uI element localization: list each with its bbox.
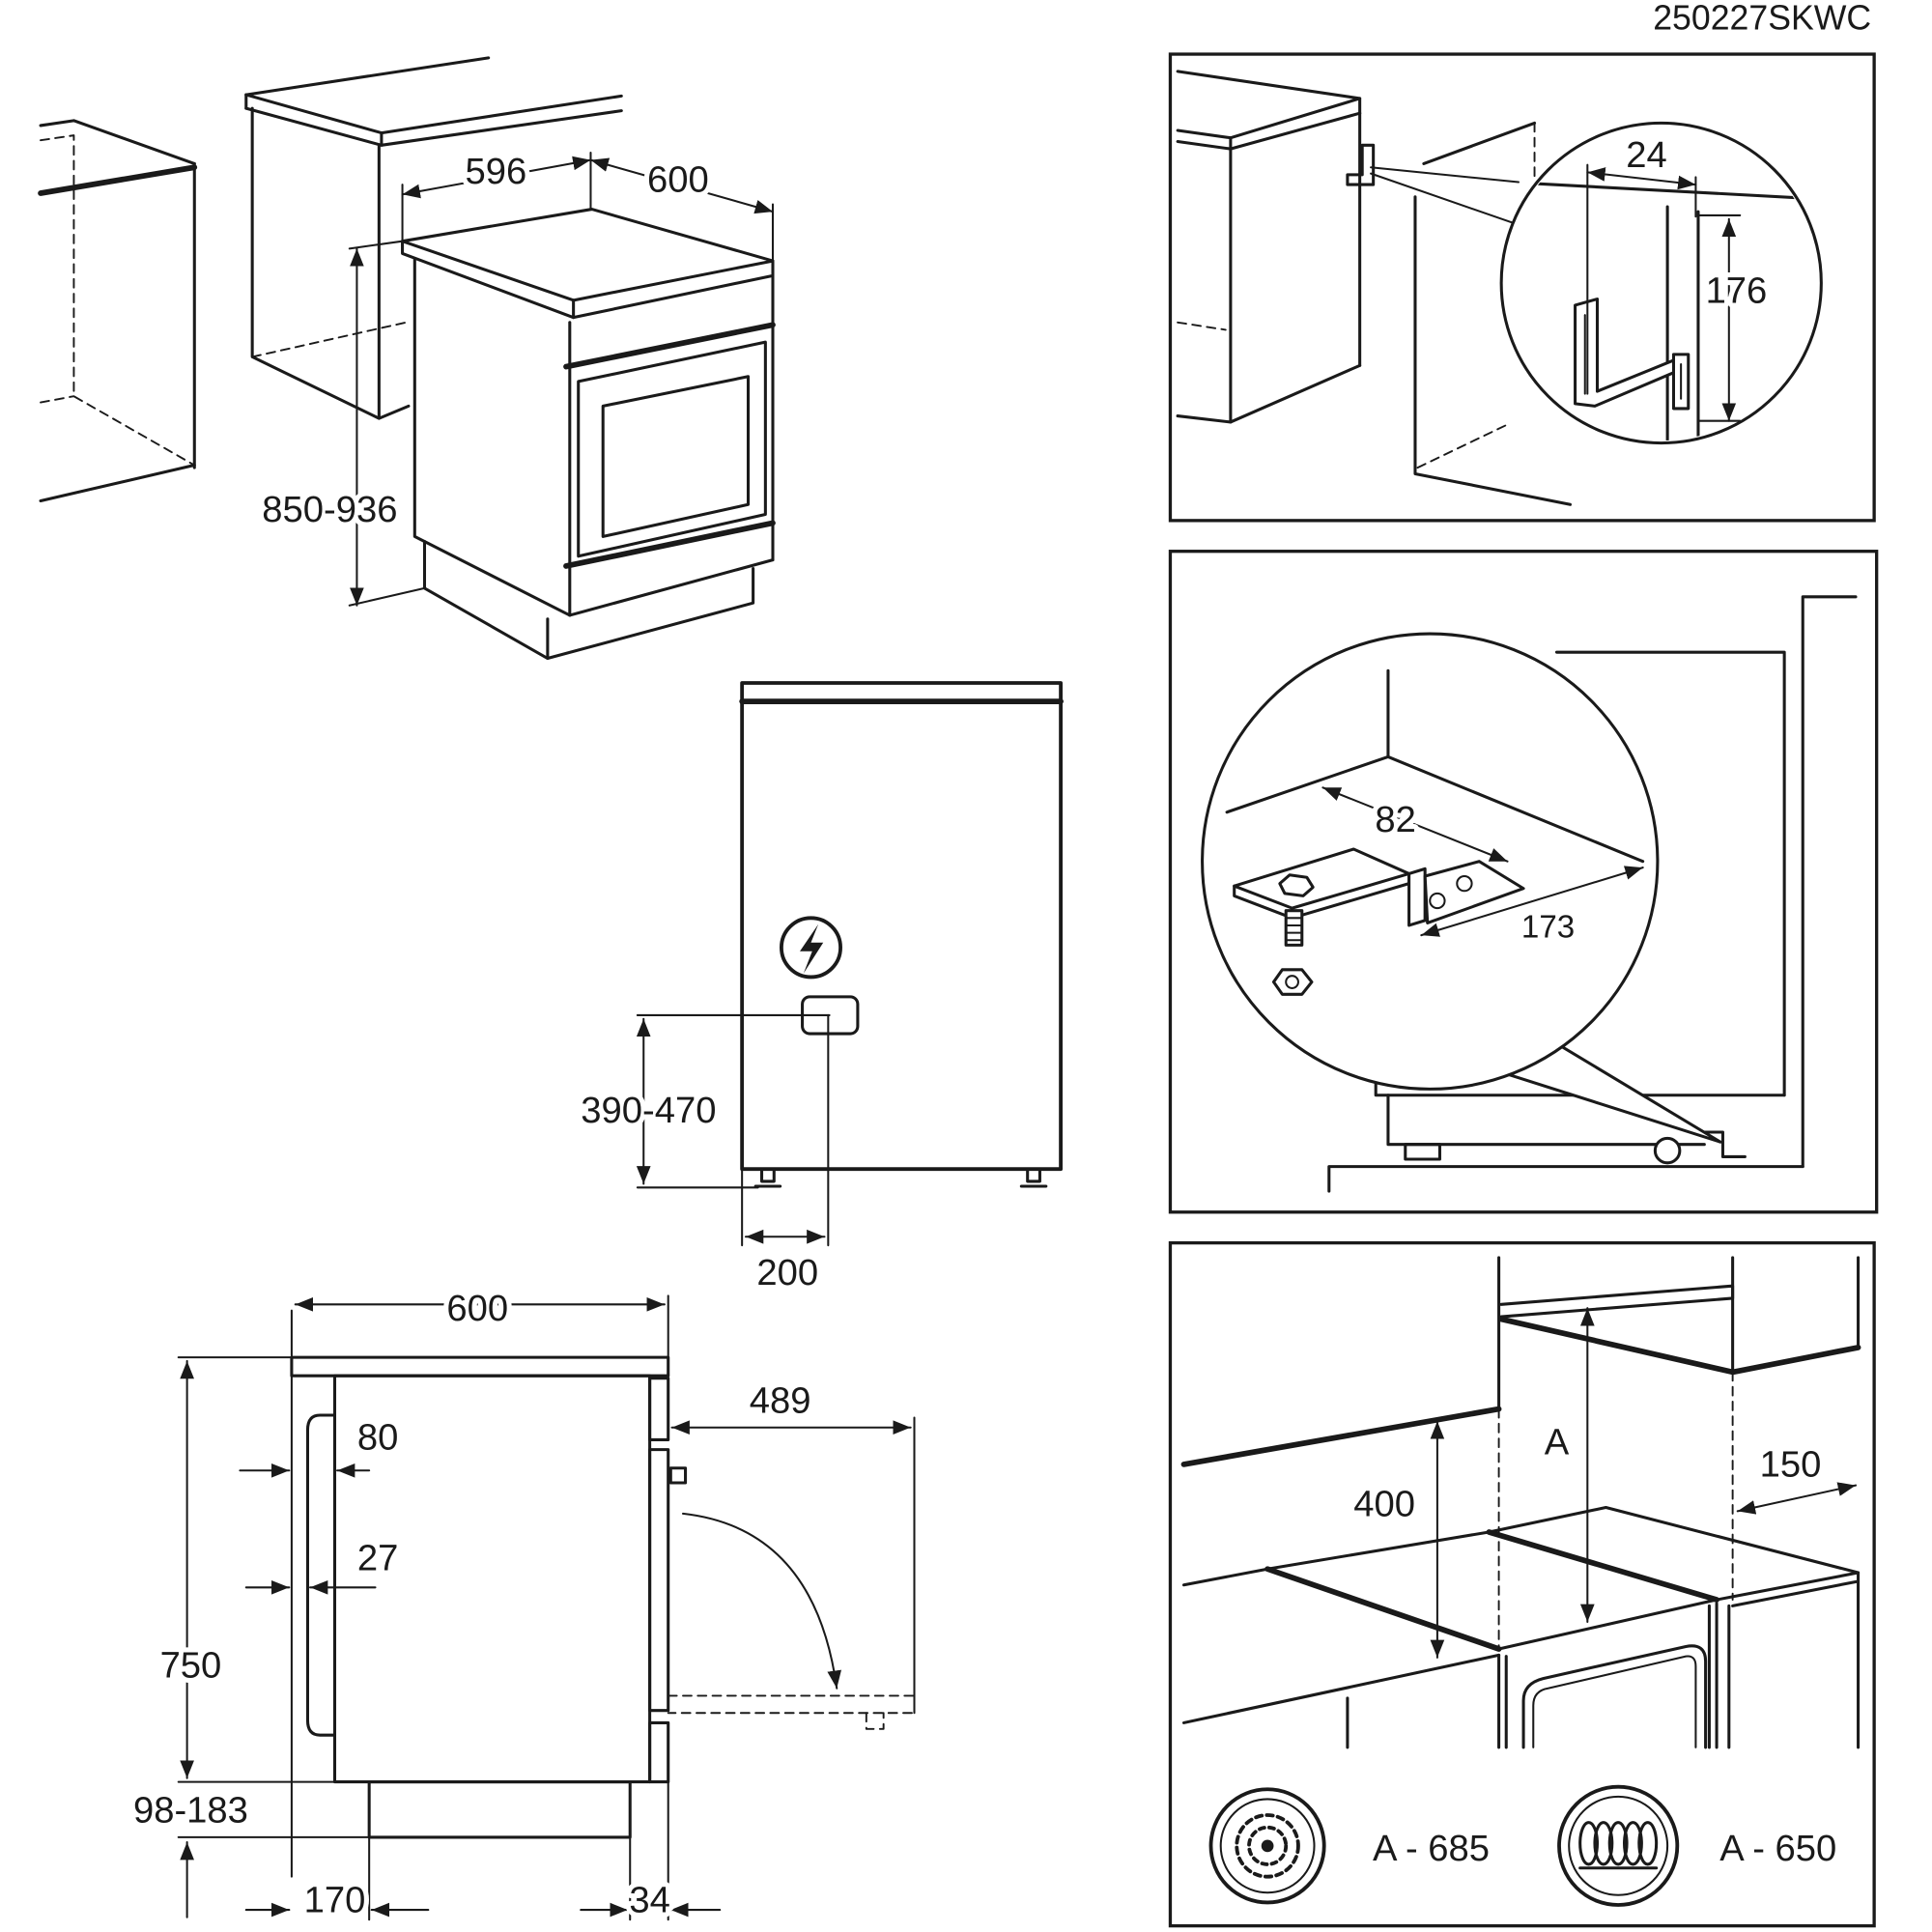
overall-height-label: 750 bbox=[160, 1644, 222, 1686]
handle-inner-dimension: 27 bbox=[244, 1532, 403, 1595]
cooker-rear-panel bbox=[739, 681, 1064, 1188]
rear-view-connection: 390-470 200 bbox=[576, 681, 1064, 1298]
bracket-offset-dimension: 24 bbox=[1586, 129, 1697, 395]
depth-dimension-label: 600 bbox=[647, 159, 709, 201]
gas-hob-clearance-label: A - 685 bbox=[1373, 1828, 1490, 1869]
connection-offset-dimension: 200 bbox=[741, 1013, 830, 1298]
bracket-width-dimension: 173 bbox=[1420, 866, 1644, 951]
height-dimension: 850-936 bbox=[257, 240, 426, 607]
height-dimension-label: 850-936 bbox=[262, 489, 397, 530]
cooker-side-profile bbox=[290, 1309, 688, 1878]
electric-hob-clearance-label: A - 650 bbox=[1719, 1828, 1836, 1869]
bracket-width-label: 173 bbox=[1521, 910, 1575, 946]
cooker-base bbox=[1374, 1078, 1786, 1165]
magnifier-circle-anti-tilt bbox=[1201, 632, 1660, 1091]
heating-coil-icon bbox=[1557, 1784, 1680, 1907]
side-clearance-label: 150 bbox=[1760, 1444, 1822, 1486]
bracket-length-dimension: 82 bbox=[1321, 786, 1509, 863]
cabinet-clearance-label: 400 bbox=[1353, 1483, 1415, 1524]
plinth-front-label: 170 bbox=[304, 1880, 366, 1921]
cooker-hood bbox=[1497, 1256, 1861, 1411]
handle-outer-label: 80 bbox=[357, 1417, 399, 1459]
bracket-height-label: 176 bbox=[1706, 270, 1768, 311]
wall-and-floor bbox=[1327, 595, 1858, 1193]
door-open-label: 489 bbox=[750, 1379, 811, 1421]
lightning-bolt-icon bbox=[780, 916, 842, 980]
cabinet-corner bbox=[1176, 70, 1362, 424]
side-view: 600 489 80 27 750 98-183 bbox=[128, 1283, 916, 1926]
wall-outline bbox=[1413, 121, 1573, 506]
rear-offset-dimension: 34 bbox=[580, 1780, 722, 1926]
connection-offset-label: 200 bbox=[756, 1252, 818, 1293]
bracket-offset-label: 24 bbox=[1626, 134, 1667, 176]
door-swing-arc bbox=[667, 1512, 916, 1730]
hood-height-label: A bbox=[1545, 1422, 1570, 1463]
magnifier-leader bbox=[1370, 166, 1520, 225]
cooker-isometric bbox=[401, 208, 776, 661]
wall-cabinet-edge bbox=[1180, 1406, 1502, 1467]
bracket-length-label: 82 bbox=[1375, 799, 1416, 840]
connection-height-dimension: 390-470 bbox=[576, 1013, 831, 1189]
handle-outer-dimension: 80 bbox=[239, 1412, 403, 1478]
magnifier-circle-bracket bbox=[1499, 121, 1823, 445]
detail-frame-anti-tilt-bracket: 82 173 bbox=[1168, 550, 1879, 1214]
width-dimension: 596 bbox=[401, 146, 775, 263]
overall-width-dimension: 600 bbox=[294, 1283, 669, 1359]
installation-isometric-view: 596 600 850-936 bbox=[38, 56, 776, 661]
cooker-front-outline bbox=[1497, 1602, 1719, 1749]
detail-frame-wall-bracket: 24 176 bbox=[1168, 52, 1876, 523]
connection-height-label: 390-470 bbox=[581, 1090, 716, 1131]
side-clearance-dimension: 150 bbox=[1736, 1439, 1858, 1515]
document-code: 250227SKWC bbox=[1653, 0, 1871, 38]
rear-offset-label: 34 bbox=[629, 1880, 669, 1921]
worktop-and-hob bbox=[1181, 1371, 1861, 1749]
gas-burner-icon bbox=[1208, 1787, 1326, 1905]
overall-width-label: 600 bbox=[446, 1288, 508, 1329]
plinth-height-label: 98-183 bbox=[133, 1790, 248, 1832]
small-wall-bracket bbox=[1346, 143, 1376, 186]
detail-frame-hood-clearance: 400 A 150 A - 685 A - 650 bbox=[1168, 1240, 1876, 1928]
bracket-height-dimension: 176 bbox=[1696, 213, 1772, 422]
hood-height-dimension: A bbox=[1540, 1307, 1595, 1623]
left-kitchen-cabinet bbox=[38, 119, 198, 502]
plinth-front-dimension: 170 bbox=[244, 1835, 430, 1926]
depth-dimension: 600 bbox=[589, 155, 775, 214]
right-kitchen-cabinet bbox=[244, 56, 623, 420]
cabinet-clearance-dimension: 400 bbox=[1349, 1420, 1445, 1659]
overall-height-dimension: 750 bbox=[155, 1356, 336, 1783]
handle-inner-label: 27 bbox=[357, 1537, 399, 1578]
door-open-dimension: 489 bbox=[670, 1375, 916, 1715]
width-dimension-label: 596 bbox=[466, 151, 527, 192]
plinth-height-dimension: 98-183 bbox=[128, 1785, 371, 1918]
